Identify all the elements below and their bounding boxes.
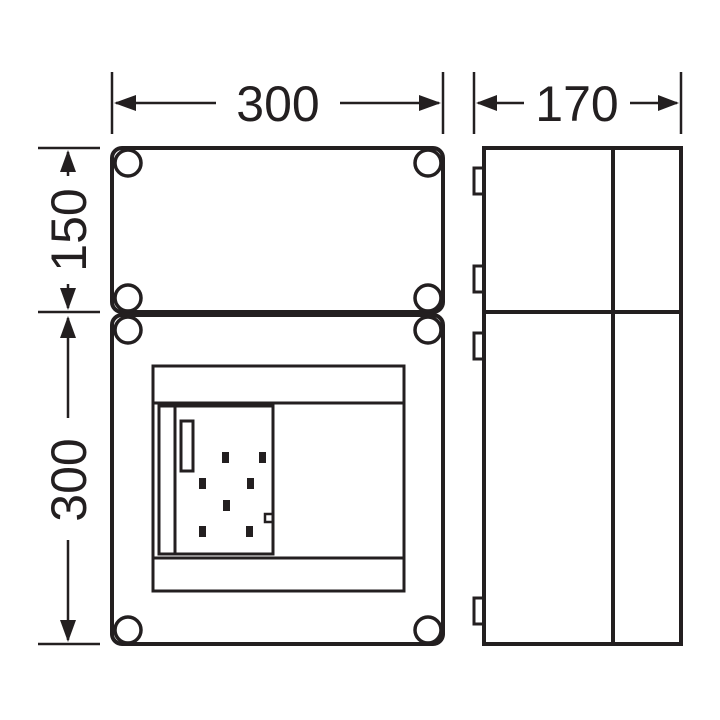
width-label: 300 [236, 76, 319, 132]
width-dimension: 300 [110, 72, 445, 134]
screw-hole-icon [113, 315, 143, 345]
upper-height-dimension: 150 [38, 146, 100, 314]
front-view [110, 146, 445, 646]
depth-label: 170 [535, 76, 618, 132]
screw-hole-icon [113, 615, 143, 645]
lower-enclosure-body [110, 313, 445, 646]
inner-panel [151, 364, 406, 593]
device-latch-icon [263, 512, 275, 524]
screw-hole-icon [413, 283, 443, 313]
hinge-icon [472, 264, 486, 294]
upper-arrow-bottom [60, 288, 76, 310]
upper-height-label: 150 [41, 188, 97, 271]
device-module [157, 404, 275, 556]
screw-hole-icon [413, 148, 443, 178]
lower-arrow-top [60, 316, 76, 338]
panel-frame [151, 364, 406, 593]
width-arrow-left [114, 95, 136, 111]
lower-height-dimension: 300 [38, 316, 100, 646]
hinge-icon [472, 596, 486, 626]
side-enclosure-body [482, 146, 683, 646]
depth-arrow-left [476, 95, 497, 111]
hinge-icon [472, 331, 486, 361]
depth-arrow-right [658, 95, 679, 111]
hinge-icon [472, 166, 486, 196]
screw-hole-icon [113, 283, 143, 313]
lower-arrow-bottom [60, 620, 76, 642]
screw-hole-icon [413, 315, 443, 345]
side-view [472, 146, 683, 646]
screw-hole-icon [413, 615, 443, 645]
socket-contacts-icon [199, 452, 275, 537]
width-arrow-right [419, 95, 441, 111]
device-label-slot [179, 419, 195, 473]
screw-hole-icon [113, 148, 143, 178]
upper-arrow-top [60, 150, 76, 172]
upper-enclosure-body [110, 146, 445, 314]
lower-height-label: 300 [41, 438, 97, 521]
depth-dimension: 170 [472, 72, 683, 134]
